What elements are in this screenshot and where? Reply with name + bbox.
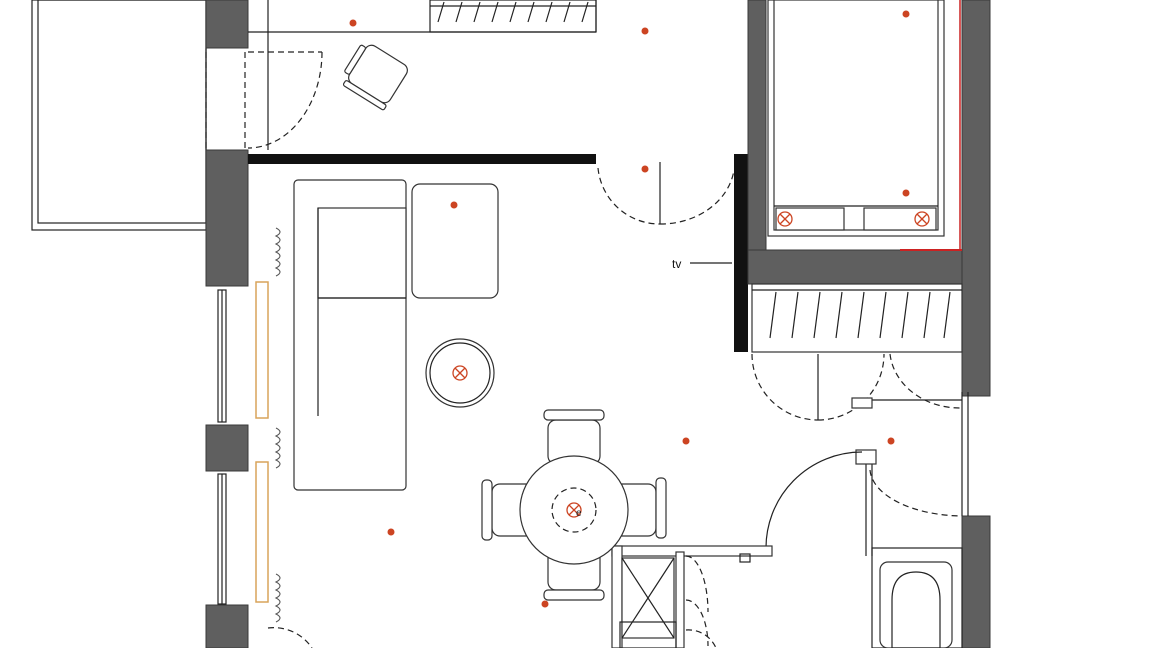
radiators — [274, 227, 281, 623]
window-left-upper — [217, 289, 227, 423]
dining-set: e — [481, 409, 667, 601]
tv-label-text: tv — [672, 257, 681, 271]
door-swing-bottom-left — [267, 627, 313, 648]
tv-wall — [734, 154, 748, 352]
wardrobe-hangers-top — [437, 1, 589, 23]
balcony-door — [205, 0, 323, 150]
window-left-lower — [217, 473, 227, 605]
hall-wardrobe — [751, 283, 963, 353]
tv-label: tv — [672, 257, 732, 271]
bathtub — [871, 547, 963, 648]
wardrobe-door-swings — [751, 353, 961, 421]
light-points — [349, 10, 910, 608]
balcony — [31, 0, 207, 231]
partition-wall-top — [248, 154, 596, 164]
bedroom-walls — [747, 0, 991, 397]
round-coffee-table — [425, 338, 495, 408]
kitchen-counter — [611, 545, 773, 648]
entrance-door-swing — [765, 451, 863, 551]
bedside-fixtures — [777, 211, 930, 227]
armchair — [411, 183, 499, 299]
double-bed — [767, 0, 945, 237]
wardrobe-hangers-hall — [769, 291, 951, 339]
dining-chair-top — [543, 409, 605, 465]
living-room-door — [597, 162, 735, 225]
exterior-wall-left — [205, 0, 249, 648]
exterior-wall-right-lower — [961, 515, 991, 648]
curtains — [255, 281, 269, 603]
corner-sofa — [293, 179, 407, 491]
bathroom-door-swing — [869, 469, 963, 517]
svg-text:e: e — [576, 508, 582, 519]
bathroom-partition — [851, 392, 969, 556]
desk-chair — [342, 44, 408, 111]
upper-room-desk — [248, 0, 597, 33]
